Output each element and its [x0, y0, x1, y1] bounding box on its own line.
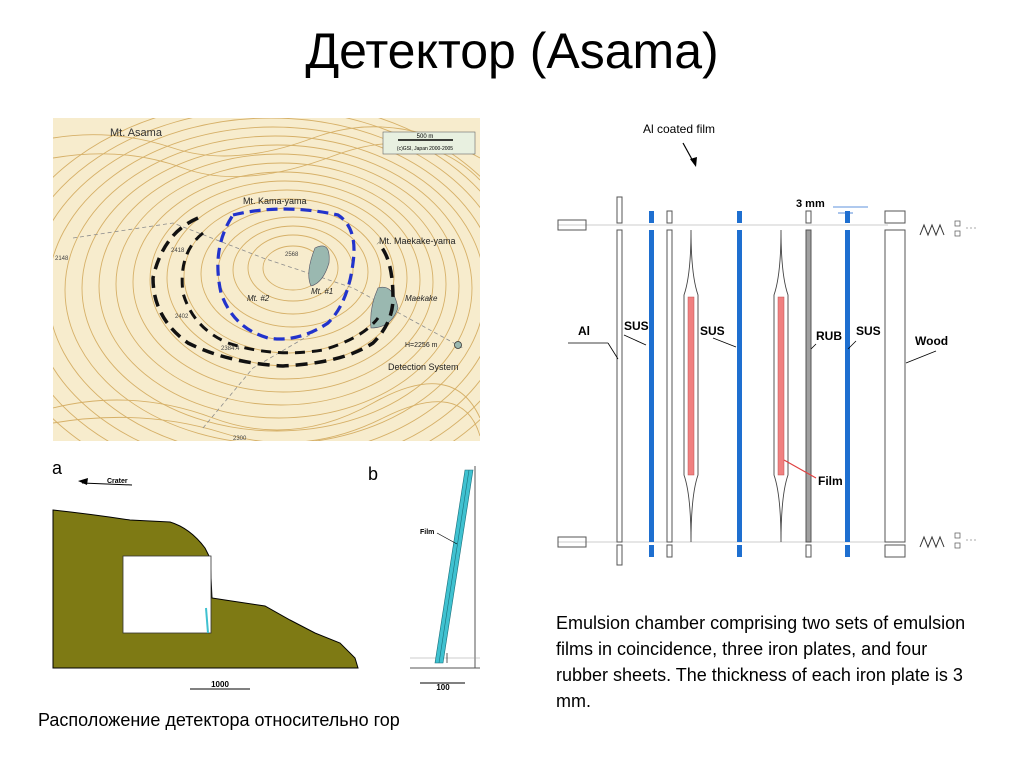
profile-a-scale: 1000 [211, 680, 229, 689]
label-sus-2: SUS [700, 324, 725, 338]
al-plate [616, 229, 623, 543]
label-mt-asama: Mt. Asama [110, 127, 163, 139]
profile-b-scale: 100 [436, 683, 450, 692]
topographic-map: 500 m (c)GSI, Japan 2000-2005 Mt. Asama … [53, 118, 480, 441]
film-label-b: Film [420, 529, 434, 536]
spot-height: 2568 [285, 252, 299, 258]
spring [919, 535, 945, 549]
label-maekake-yama: Mt. Maekake-yama [379, 236, 456, 246]
detector-inset [122, 555, 212, 634]
bolt [557, 536, 587, 548]
label-wood: Wood [915, 334, 948, 348]
sus-plate [845, 230, 850, 542]
caption-emulsion-chamber: Emulsion chamber comprising two sets of … [556, 613, 966, 711]
label-height: H=2256 m [405, 342, 438, 349]
emulsion-chamber-diagram: Al coated film 3 mm Al SUS SUS [557, 122, 976, 566]
label-film: Film [818, 474, 843, 488]
spot-height: 2418 [171, 248, 185, 254]
spring [919, 223, 945, 237]
profile-a: a Crater 1000 [52, 458, 359, 690]
spot-height: 2402 [175, 314, 189, 320]
inner-crater-outline [216, 207, 356, 341]
spot-height: 2384.4 [221, 346, 240, 352]
label-al-coated-film: Al coated film [643, 122, 715, 136]
profile-b-letter: b [368, 464, 378, 484]
emulsion-film [777, 296, 785, 476]
sus-plate [649, 230, 654, 542]
label-al: Al [578, 324, 590, 338]
sus-plate [737, 230, 742, 542]
map-scale-label: 500 m [417, 134, 434, 140]
emulsion-film [687, 296, 695, 476]
map-copyright: (c)GSI, Japan 2000-2005 [397, 146, 453, 152]
spot-height: 2300 [233, 436, 247, 441]
label-detection-system: Detection System [388, 362, 459, 372]
page-title: Детектор (Asama) [305, 23, 719, 79]
label-3mm: 3 mm [796, 198, 825, 210]
rubber-plate [805, 229, 812, 543]
bolt [557, 219, 587, 231]
lake [308, 245, 330, 287]
caption-detector-location: Расположение детектора относительно гор [38, 710, 400, 730]
rubber-plate [666, 229, 673, 543]
crater-label: Crater [107, 478, 128, 485]
contour-lines [53, 118, 480, 441]
profile-a-letter: a [52, 458, 63, 478]
profile-b: b Film 100 [368, 464, 480, 692]
label-mt1: Mt. #1 [311, 287, 333, 296]
label-sus-3: SUS [856, 324, 881, 338]
label-mt2: Mt. #2 [247, 294, 270, 303]
label-sus-1: SUS [624, 319, 649, 333]
detection-marker [454, 341, 462, 349]
outer-crater-outline [151, 216, 395, 368]
spot-height: 2148 [55, 256, 69, 262]
label-kama-yama: Mt. Kama-yama [243, 196, 307, 206]
label-maekake: Maekake [405, 294, 438, 303]
label-rub: RUB [816, 329, 842, 343]
wood-board [884, 229, 906, 543]
